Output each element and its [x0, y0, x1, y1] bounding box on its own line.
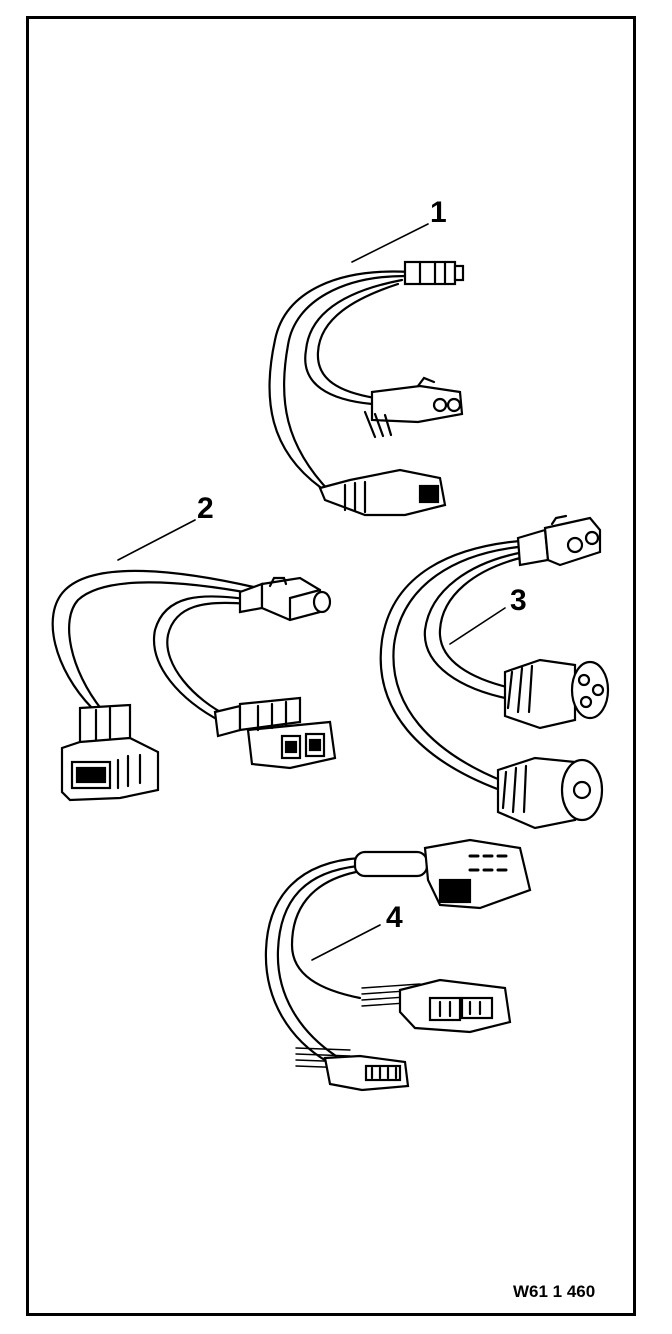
harness-1-connector-bottom	[318, 468, 447, 517]
harness-2-connector-left	[60, 703, 160, 802]
callout-3: 3	[510, 584, 527, 617]
harness-3-connector-middle	[503, 658, 610, 730]
harness-4-connector-bottom	[295, 1047, 410, 1092]
harness-4	[264, 838, 532, 1092]
harness-2	[51, 519, 337, 802]
callout-2: 2	[197, 492, 214, 525]
harness-3	[379, 514, 610, 830]
harness-4-connector-middle	[361, 978, 512, 1034]
harness-4-connector-top	[353, 838, 532, 910]
harness-3-connector-top	[516, 514, 602, 567]
harness-3-connector-bottom	[496, 756, 604, 830]
harness-1-connector-top	[403, 260, 465, 286]
harness-1-connector-middle	[363, 376, 464, 439]
callout-1: 1	[430, 196, 447, 229]
callout-4: 4	[386, 901, 403, 934]
harness-2-connector-right	[213, 696, 337, 770]
harness-1	[268, 223, 465, 517]
figure-code: W61 1 460	[513, 1282, 595, 1301]
harness-2-connector-top	[238, 576, 332, 622]
